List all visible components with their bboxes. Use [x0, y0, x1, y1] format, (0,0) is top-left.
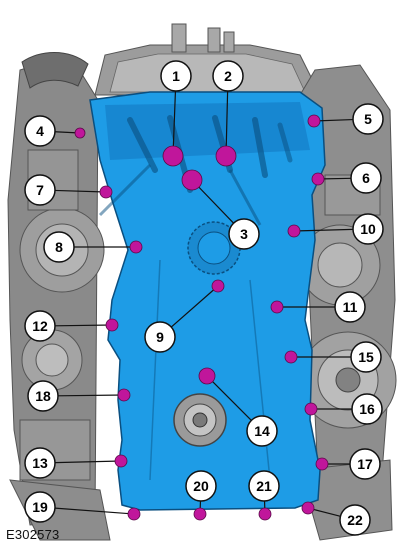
bolt-16 — [305, 403, 317, 415]
callout-16: 16 — [352, 394, 382, 424]
bolt-19 — [128, 508, 140, 520]
bolt-2 — [216, 146, 236, 166]
leader-line-12 — [55, 325, 112, 326]
callout-number-15: 15 — [358, 349, 374, 365]
bolt-22 — [302, 502, 314, 514]
callout-11: 11 — [335, 292, 365, 322]
bolt-1 — [163, 146, 183, 166]
bolt-20 — [194, 508, 206, 520]
callout-number-17: 17 — [357, 456, 373, 472]
callout-number-6: 6 — [362, 170, 370, 186]
callout-18: 18 — [28, 381, 58, 411]
bolt-6 — [312, 173, 324, 185]
bolt-4 — [75, 128, 85, 138]
callout-number-1: 1 — [172, 68, 180, 84]
bolt-9 — [212, 280, 224, 292]
callout-12: 12 — [25, 311, 55, 341]
callout-number-3: 3 — [240, 226, 248, 242]
callout-7: 7 — [25, 175, 55, 205]
bolt-8 — [130, 241, 142, 253]
bolt-7 — [100, 186, 112, 198]
callout-19: 19 — [25, 492, 55, 522]
callout-8: 8 — [44, 232, 74, 262]
bolt-14 — [199, 368, 215, 384]
callout-number-21: 21 — [256, 478, 272, 494]
callout-number-18: 18 — [35, 388, 51, 404]
callout-number-16: 16 — [359, 401, 375, 417]
leader-line-18 — [58, 395, 124, 396]
callout-17: 17 — [350, 449, 380, 479]
bolt-21 — [259, 508, 271, 520]
figure-id: E302573 — [6, 527, 59, 542]
bolt-15 — [285, 351, 297, 363]
callout-number-22: 22 — [347, 512, 363, 528]
callout-number-2: 2 — [224, 68, 232, 84]
bolt-12 — [106, 319, 118, 331]
callout-number-20: 20 — [193, 478, 209, 494]
callout-21: 21 — [249, 471, 279, 501]
callout-14: 14 — [247, 416, 277, 446]
callout-number-9: 9 — [156, 329, 164, 345]
callout-4: 4 — [25, 116, 55, 146]
callout-number-5: 5 — [364, 111, 372, 127]
callout-5: 5 — [353, 104, 383, 134]
bolt-18 — [118, 389, 130, 401]
bolt-5 — [308, 115, 320, 127]
callout-1: 1 — [161, 61, 191, 91]
bolt-13 — [115, 455, 127, 467]
callout-number-7: 7 — [36, 182, 44, 198]
bolt-10 — [288, 225, 300, 237]
bolt-17 — [316, 458, 328, 470]
callout-20: 20 — [186, 471, 216, 501]
bolt-3 — [182, 170, 202, 190]
front-cover — [90, 92, 325, 510]
callout-number-10: 10 — [360, 221, 376, 237]
callout-number-12: 12 — [32, 318, 48, 334]
callout-15: 15 — [351, 342, 381, 372]
callout-number-14: 14 — [254, 423, 270, 439]
bolt-11 — [271, 301, 283, 313]
callout-number-13: 13 — [32, 455, 48, 471]
callout-number-8: 8 — [55, 239, 63, 255]
callout-number-19: 19 — [32, 499, 48, 515]
callout-number-4: 4 — [36, 123, 44, 139]
callout-13: 13 — [25, 448, 55, 478]
callout-6: 6 — [351, 163, 381, 193]
callout-3: 3 — [229, 219, 259, 249]
callout-number-11: 11 — [343, 299, 358, 315]
callout-2: 2 — [213, 61, 243, 91]
callout-10: 10 — [353, 214, 383, 244]
callout-22: 22 — [340, 505, 370, 535]
callout-9: 9 — [145, 322, 175, 352]
